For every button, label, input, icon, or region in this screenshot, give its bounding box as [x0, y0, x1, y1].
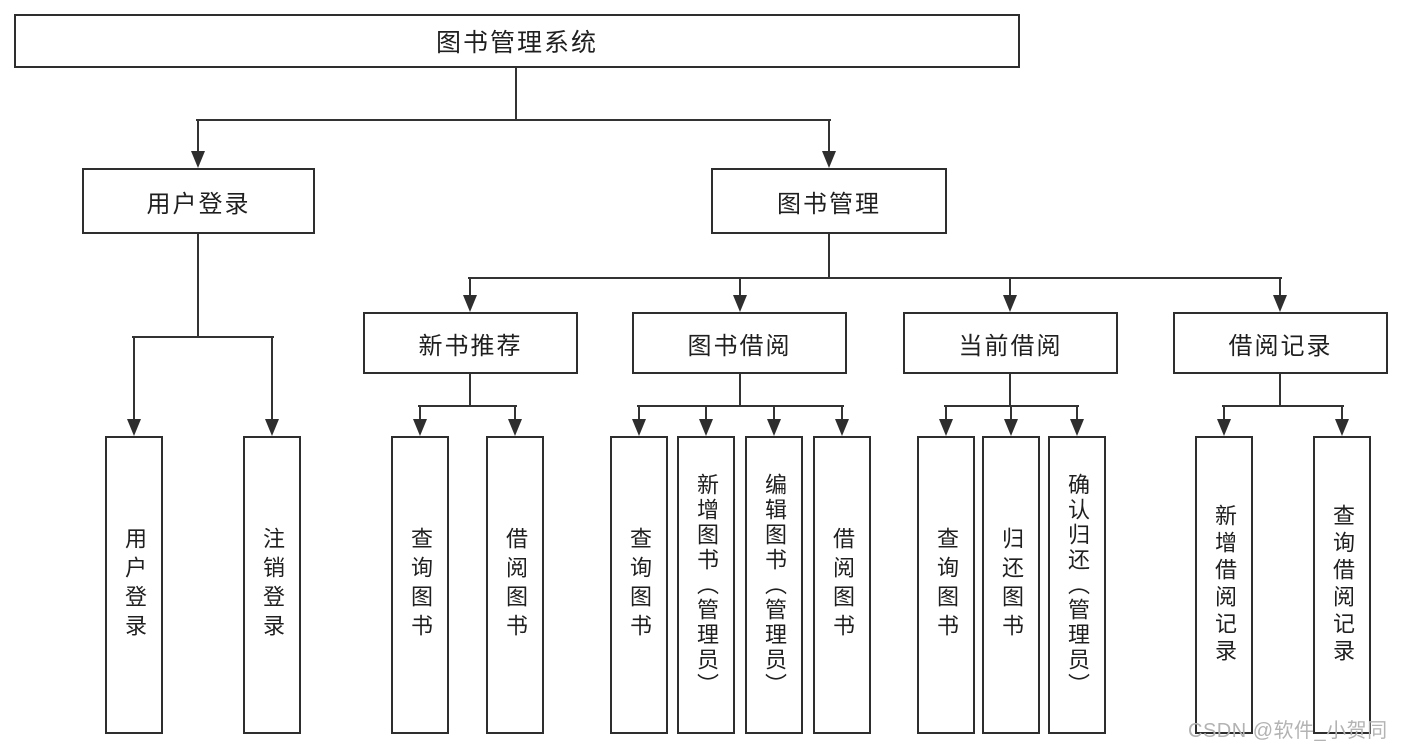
leaf-br-add-record: 新增借阅记录 [1195, 436, 1253, 734]
leaf-logout: 注销登录 [243, 436, 301, 734]
node-new-book-recommend: 新书推荐 [363, 312, 578, 374]
leaf-cb-return-book: 归还图书 [982, 436, 1040, 734]
connector-strokes [132, 67, 1344, 421]
arrowheads [127, 151, 1349, 436]
node-current-borrow: 当前借阅 [903, 312, 1118, 374]
node-book-borrow: 图书借阅 [632, 312, 847, 374]
leaf-cb-confirm-return-admin: 确认归还（管理员） [1048, 436, 1106, 734]
leaf-bb-add-book-admin: 新增图书（管理员） [677, 436, 735, 734]
leaf-user-login: 用户登录 [105, 436, 163, 734]
leaf-rec-borrow-book: 借阅图书 [486, 436, 544, 734]
node-user-login: 用户登录 [82, 168, 315, 234]
leaf-cb-query-book: 查询图书 [917, 436, 975, 734]
node-borrow-record: 借阅记录 [1173, 312, 1388, 374]
leaf-bb-borrow-book: 借阅图书 [813, 436, 871, 734]
node-system-root: 图书管理系统 [14, 14, 1020, 68]
leaf-bb-query-book: 查询图书 [610, 436, 668, 734]
leaf-rec-query-book: 查询图书 [391, 436, 449, 734]
node-book-management: 图书管理 [711, 168, 947, 234]
csdn-watermark: CSDN @软件_小贺同学 [1188, 720, 1388, 742]
leaf-br-query-record: 查询借阅记录 [1313, 436, 1371, 734]
leaf-bb-edit-book-admin: 编辑图书（管理员） [745, 436, 803, 734]
